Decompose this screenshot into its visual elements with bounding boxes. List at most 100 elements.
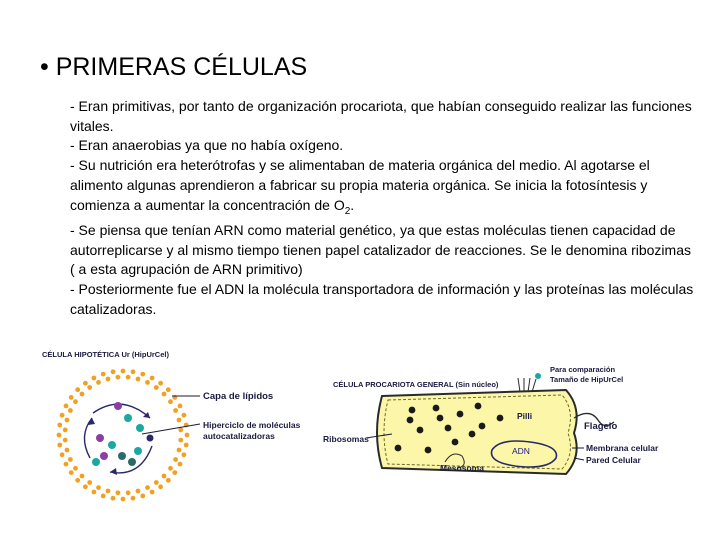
molecule-dot: [100, 452, 108, 460]
lipid-dot: [115, 374, 121, 380]
lipid-dot: [91, 375, 97, 381]
lipid-dot: [68, 470, 74, 475]
lipid-dot: [140, 493, 146, 499]
comparison-label-line2: Tamaño de HipUrCel: [550, 375, 624, 384]
pointer-line: [141, 423, 201, 435]
lipid-dot: [168, 465, 173, 471]
lipid-dot: [64, 417, 70, 423]
lipid-dot: [63, 403, 69, 409]
lipid-dot: [181, 452, 187, 458]
molecule-dot: [136, 424, 144, 432]
lipid-layer-dots: [56, 368, 190, 502]
lipid-dot: [68, 457, 73, 462]
pilus-line: [531, 378, 537, 393]
lipid-dot: [184, 432, 190, 438]
lipid-dot: [173, 408, 179, 413]
slide-body: - Eran primitivas, por tanto de organiza…: [70, 97, 698, 320]
cell-membrane: [383, 394, 571, 470]
prokaryotic-cell: [365, 373, 615, 476]
ribosomes-label: Ribosomas: [323, 434, 369, 444]
ribosome-dot: [408, 406, 416, 414]
lipid-dot: [63, 461, 69, 467]
lipid-dot: [161, 473, 167, 479]
ribosome-dot: [432, 404, 440, 412]
lipid-dot: [110, 495, 116, 501]
hypothetical-cell-interior: [59, 371, 187, 499]
lipid-dot: [183, 442, 189, 448]
lipid-dot: [105, 376, 111, 382]
slide-title: • PRIMERAS CÉLULAS: [40, 53, 308, 81]
lipid-dot: [87, 480, 93, 485]
lipid-dot: [168, 399, 173, 405]
ribosome-dot: [496, 414, 504, 422]
mesosome: [444, 453, 465, 469]
lipid-dot: [176, 417, 182, 423]
ribosome-dot: [468, 430, 476, 438]
lipid-dot: [62, 427, 68, 433]
lipid-dot: [161, 391, 167, 397]
lipid-dot: [165, 477, 171, 483]
lipid-dot: [100, 493, 106, 499]
lipid-dot: [115, 490, 121, 496]
nutrition-text: - Su nutrición era heterótrofas y se ali…: [70, 157, 650, 213]
lipid-dot: [153, 385, 159, 390]
paragraph-arn: - Se piensa que tenían ARN como material…: [70, 222, 691, 278]
molecule-dot: [92, 458, 100, 466]
molecule-dot: [124, 414, 132, 422]
lipid-dot: [177, 403, 183, 409]
pilus-line: [517, 377, 521, 393]
ribosome-dot: [474, 402, 482, 410]
dna-label: ADN: [512, 446, 530, 456]
lipid-dot: [57, 442, 63, 448]
lipid-dot: [130, 495, 136, 501]
molecule-dot: [128, 458, 136, 466]
molecule-dot: [134, 447, 142, 455]
lipid-dot: [79, 391, 85, 397]
arrowhead-icon: [143, 412, 150, 418]
ribosome-dot: [456, 410, 464, 418]
lipid-dot: [120, 368, 126, 374]
lipid-dot: [135, 488, 141, 494]
comparison-label-line1: Para comparación: [550, 365, 616, 374]
lipid-dot: [75, 477, 81, 483]
cell-diagram-svg: [56, 368, 615, 502]
paragraph-adn: - Posteriormente fue el ADN la molécula …: [70, 281, 694, 317]
molecule-dot: [146, 434, 154, 442]
lipid-dot: [91, 489, 97, 495]
nutrition-period: .: [350, 196, 355, 213]
lipid-dot: [153, 480, 159, 485]
hypercycle-label-line2: autocatalizadoras: [203, 431, 275, 441]
hypercycle-arrow-top: [92, 403, 151, 419]
lipid-dot: [181, 412, 187, 418]
mesosome-label: Mesosoma: [440, 463, 484, 473]
ribosome-dot: [394, 444, 402, 452]
lipid-dot: [96, 485, 101, 490]
lipid-dot: [59, 452, 65, 458]
lipid-dot: [178, 437, 184, 443]
lipid-dot: [75, 387, 81, 393]
prokaryotic-cell-title: CÉLULA PROCARIOTA GENERAL (Sin núcleo): [333, 380, 499, 389]
lipid-dot: [165, 387, 171, 393]
ribosome-dot: [416, 426, 424, 434]
flagellum-label: Flagelo: [584, 421, 618, 432]
paragraph-anaerobic: - Eran anaerobias ya que no había oxígen…: [70, 137, 344, 154]
lipid-dot: [173, 457, 179, 462]
lipid-dot: [178, 427, 184, 433]
lipid-dot: [158, 380, 164, 386]
pointer-line: [573, 457, 585, 461]
pilli-label: Pilli: [517, 411, 533, 421]
cell-diagram-figure: CÉLULA HIPOTÉTICA Ur (HipUrCel) Capa de …: [0, 338, 720, 540]
cell-wall-label: Pared Celular: [586, 455, 641, 465]
hypercycle-label-line1: Hiperciclo de moléculas: [203, 420, 301, 430]
lipid-dot: [105, 488, 111, 494]
ribosome-dots: [394, 402, 504, 454]
hypothetical-cell-title: CÉLULA HIPOTÉTICA Ur (HipUrCel): [42, 350, 169, 359]
lipid-dot: [145, 380, 150, 385]
membrane-label: Membrana celular: [586, 443, 659, 453]
lipid-dot: [73, 399, 78, 405]
arrowhead-icon: [110, 468, 117, 475]
lipid-dot: [130, 369, 136, 375]
lipid-dot: [83, 380, 88, 386]
lipid-dot: [158, 484, 164, 490]
lipid-dot: [172, 470, 178, 475]
